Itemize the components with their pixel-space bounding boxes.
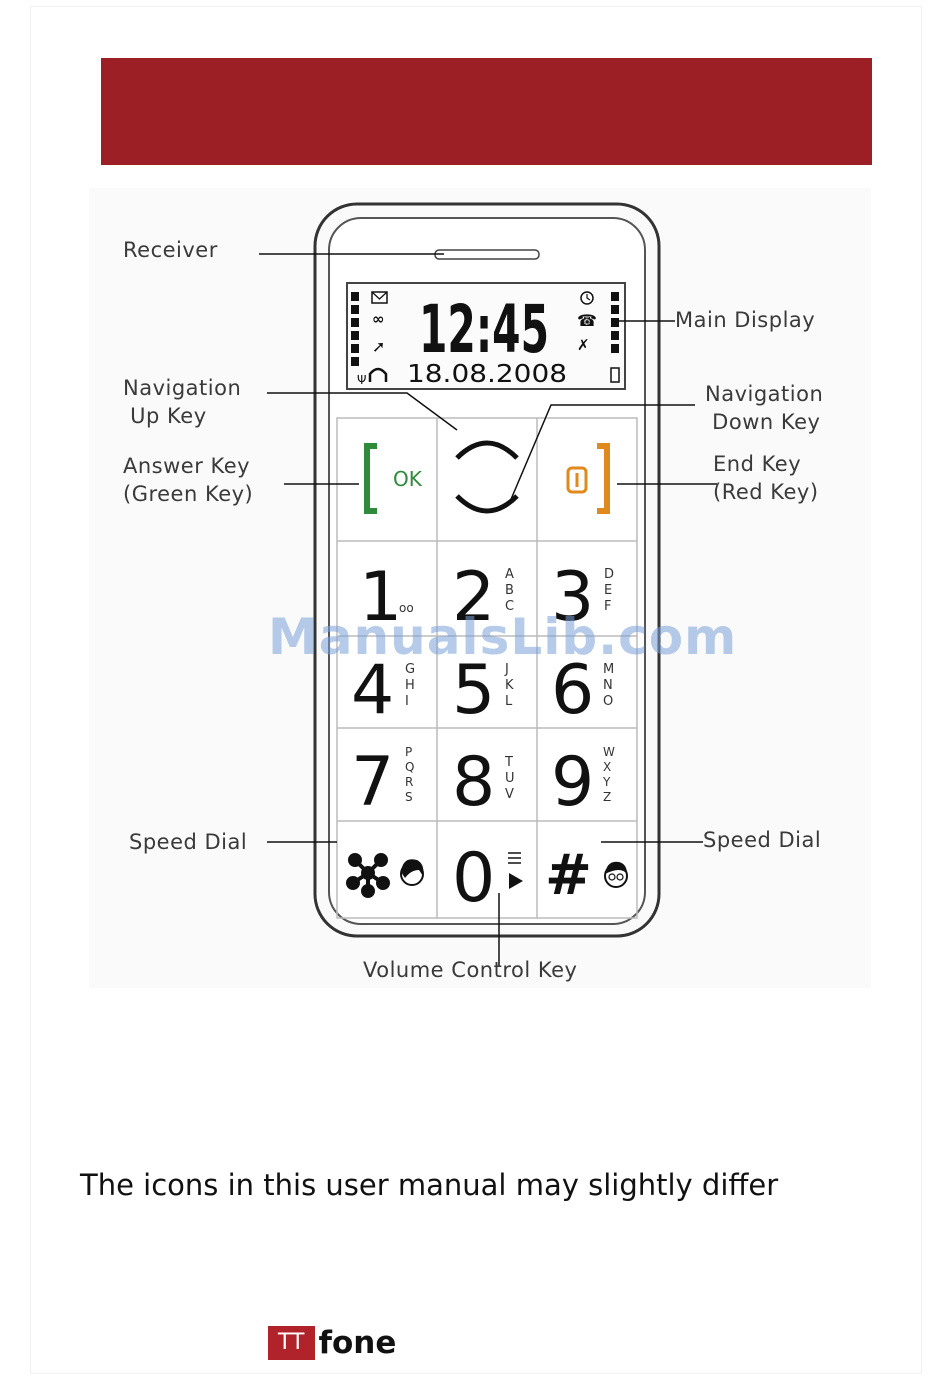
keypad-grid <box>336 417 638 919</box>
navigation-key[interactable] <box>455 440 519 514</box>
key-7-letter: R <box>405 775 413 789</box>
key-7[interactable]: 7 P Q R S <box>351 743 414 822</box>
answer-key[interactable]: OK <box>364 443 423 514</box>
page-border <box>30 6 922 1374</box>
label-answer-key: Answer Key (Green Key) <box>123 454 254 506</box>
key-8-letter: T <box>504 755 513 770</box>
navigation-down-arc[interactable] <box>455 494 519 514</box>
navigation-up-arc[interactable] <box>455 440 519 460</box>
key-9-letter: Y <box>602 775 611 789</box>
woman-face-icon <box>400 859 424 886</box>
caption: The icons in this user manual may slight… <box>80 1168 779 1202</box>
key-2-letter: A <box>505 567 514 582</box>
key-5-letter: K <box>505 678 514 693</box>
key-9-digit: 9 <box>551 743 594 822</box>
watermark: ManualsLib.com <box>268 608 738 666</box>
key-2[interactable]: 2 A B C <box>452 558 514 637</box>
key-7-letter: S <box>405 790 413 804</box>
logo-text: fone <box>318 1325 397 1361</box>
man-face-icon <box>604 861 628 888</box>
key-7-letter: Q <box>405 760 414 774</box>
hash-key[interactable]: # <box>545 843 628 908</box>
key-7-letter: P <box>405 745 412 759</box>
key-4-letter: H <box>405 678 415 693</box>
key-0-digit: 0 <box>452 839 495 918</box>
answer-key-label: OK <box>393 467 423 491</box>
label-main-display: Main Display <box>675 308 816 332</box>
key-4[interactable]: 4 G H I <box>351 651 415 730</box>
phone-illustration: ∞ ➚ Ψ ☎ ✗ 12:45 18.08.2008 OK <box>259 202 717 966</box>
key-2-letter: C <box>505 599 514 614</box>
receiver-slot <box>434 249 540 260</box>
ttfone-logo: TT fone <box>268 1324 396 1360</box>
screen-left-signal-bars <box>351 292 359 366</box>
phone-outer-outline <box>313 202 661 938</box>
key-2-letter: B <box>505 583 514 598</box>
label-navigation-down: Navigation Down Key <box>705 382 824 434</box>
volume-icon <box>508 852 523 889</box>
key-6-digit: 6 <box>551 651 594 730</box>
key-5[interactable]: 5 J K L <box>452 651 514 730</box>
key-8-letter: U <box>505 771 515 786</box>
label-navigation-up: Navigation Up Key <box>123 376 242 428</box>
key-2-digit: 2 <box>452 558 495 637</box>
label-speed-dial-right: Speed Dial <box>703 828 822 852</box>
key-1-digit: 1 <box>359 558 402 637</box>
key-6[interactable]: 6 M N O <box>551 651 614 730</box>
label-volume-control: Volume Control Key <box>363 958 578 982</box>
key-8-digit: 8 <box>452 743 495 822</box>
key-7-digit: 7 <box>351 743 394 822</box>
key-9-letter: X <box>603 760 611 774</box>
key-5-letter: J <box>504 662 509 677</box>
key-8[interactable]: 8 T U V <box>452 743 515 822</box>
key-6-letter: N <box>603 678 613 693</box>
screen <box>346 282 626 390</box>
key-6-letter: M <box>603 662 614 677</box>
headset-icon <box>368 367 388 382</box>
star-key[interactable] <box>346 853 424 898</box>
key-4-letter: I <box>405 694 409 709</box>
key-9[interactable]: 9 W X Y Z <box>551 743 615 822</box>
key-3-letter: E <box>604 583 612 598</box>
missed-call-icon: ✗ <box>577 336 590 354</box>
forward-arrow-icon: ➚ <box>372 337 385 356</box>
label-receiver: Receiver <box>123 238 218 262</box>
end-key[interactable] <box>566 443 610 514</box>
key-1-voicemail: ᴏᴏ <box>399 601 414 615</box>
key-3-letter: D <box>604 567 614 582</box>
callout-lines <box>259 253 717 966</box>
logo-box: TT <box>268 1326 315 1360</box>
key-8-letter: V <box>505 787 514 802</box>
key-4-digit: 4 <box>351 651 394 730</box>
antenna-icon: Ψ <box>357 373 366 387</box>
zero-key[interactable]: 0 <box>452 839 523 918</box>
label-speed-dial-left: Speed Dial <box>129 830 248 854</box>
key-5-digit: 5 <box>452 651 495 730</box>
screen-right-battery-bars <box>610 292 620 383</box>
key-3[interactable]: 3 D E F <box>551 558 614 637</box>
power-icon <box>566 466 588 494</box>
star-icon <box>346 853 390 898</box>
key-1[interactable]: 1 ᴏᴏ <box>359 558 414 637</box>
header-bar <box>101 58 872 165</box>
key-6-letter: O <box>603 694 613 709</box>
phone-diagram: ∞ ➚ Ψ ☎ ✗ 12:45 18.08.2008 OK <box>89 188 871 988</box>
screen-time: 12:45 <box>419 291 549 368</box>
key-3-letter: F <box>604 599 611 614</box>
key-9-letter: W <box>603 745 615 759</box>
call-divert-icon: ☎ <box>577 311 597 330</box>
key-9-letter: Z <box>603 790 611 804</box>
envelope-icon <box>371 291 388 304</box>
key-4-letter: G <box>405 662 415 677</box>
hash-symbol: # <box>545 843 592 908</box>
key-5-letter: L <box>505 694 513 709</box>
screen-date: 18.08.2008 <box>407 359 567 388</box>
label-end-key: End Key (Red Key) <box>713 452 819 504</box>
alarm-clock-icon <box>580 291 594 305</box>
voicemail-icon: ∞ <box>372 310 385 328</box>
key-3-digit: 3 <box>551 558 594 637</box>
